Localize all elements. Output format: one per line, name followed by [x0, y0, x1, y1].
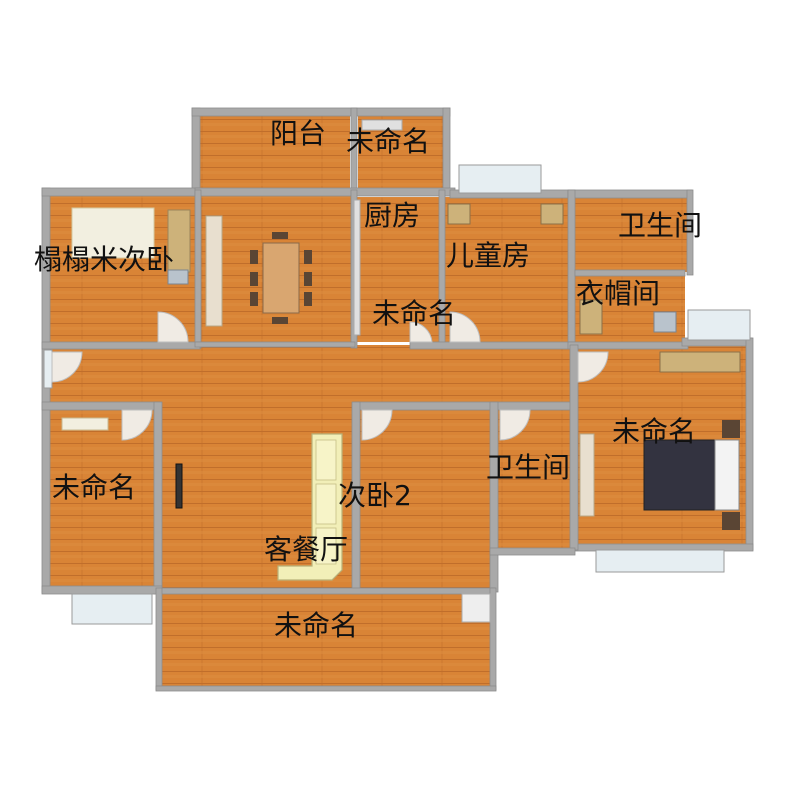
wall — [442, 107, 451, 197]
wall — [41, 585, 163, 595]
room-label-tatami-bedroom: 榻榻米次卧 — [34, 243, 175, 276]
door-swing — [409, 321, 433, 343]
nightstand — [722, 420, 740, 438]
wall — [155, 587, 163, 691]
tv-unit — [175, 463, 183, 509]
windows — [43, 164, 751, 625]
floor-bath-top — [575, 197, 687, 272]
wall — [159, 587, 496, 595]
wall — [567, 189, 693, 199]
window — [687, 309, 751, 341]
room-label-unnamed-master: 未命名 — [612, 415, 697, 448]
room-label-unnamed-left: 未命名 — [52, 471, 137, 504]
room-label-living-dining: 客餐厅 — [264, 533, 349, 566]
room-label-unnamed-bottom: 未命名 — [274, 609, 359, 642]
floor-balcony-top — [200, 115, 350, 190]
wall — [354, 401, 576, 411]
room-label-cloakroom: 衣帽间 — [576, 277, 661, 310]
wall — [41, 401, 161, 411]
sofa-cushion — [315, 483, 337, 525]
furniture — [61, 119, 741, 623]
dining-table — [262, 242, 300, 314]
bed-pillows — [714, 439, 740, 511]
sofa-cushion — [315, 439, 337, 481]
wall — [194, 341, 356, 348]
desk — [540, 203, 564, 225]
floor-areas — [50, 115, 750, 687]
window — [458, 164, 542, 194]
wall — [745, 337, 754, 551]
tatami-mat — [71, 207, 155, 259]
kitchen-counter — [353, 199, 361, 336]
tatami-desk — [167, 269, 189, 285]
window — [71, 593, 153, 625]
room-label-children-room: 儿童房 — [446, 239, 531, 272]
wall — [155, 685, 497, 692]
window — [43, 349, 53, 389]
wall — [569, 344, 579, 551]
sofa-cushion — [315, 527, 337, 565]
kitchen-appliance — [361, 119, 403, 131]
floor-left-room — [50, 407, 160, 589]
room-label-bathroom-top: 卫生间 — [618, 209, 703, 242]
floor-kitchen — [357, 197, 445, 342]
dining-chairs — [250, 232, 312, 324]
room-label-balcony-top: 阳台 — [270, 117, 327, 150]
floor-corridor — [50, 345, 570, 407]
wall — [489, 587, 497, 691]
wall — [489, 547, 576, 556]
wall — [191, 107, 201, 197]
desk — [447, 203, 471, 225]
nightstand — [722, 512, 740, 530]
room-label-unnamed-mid: 未命名 — [372, 297, 457, 330]
wall — [41, 187, 201, 197]
wall — [409, 341, 576, 350]
doors — [51, 311, 609, 441]
wall — [41, 341, 201, 350]
wall — [194, 189, 202, 349]
door-swing — [121, 409, 153, 441]
door-swing — [157, 311, 189, 343]
master-wardrobe — [579, 433, 595, 517]
room-label-secondary-bedroom-2: 次卧2 — [338, 479, 412, 512]
room-label-unnamed-top: 未命名 — [346, 125, 431, 158]
washer — [461, 593, 491, 623]
room-label-bathroom-mid: 卫生间 — [486, 451, 571, 484]
floor-bed2 — [355, 407, 495, 589]
door-swing — [449, 311, 481, 343]
wardrobe-item — [653, 311, 677, 333]
door-swing — [577, 351, 609, 383]
sideboard — [205, 215, 223, 327]
window — [595, 549, 725, 573]
door-swing — [51, 351, 83, 383]
wall — [567, 341, 689, 350]
door-swing — [499, 409, 531, 441]
floor-bottom-balcony — [160, 592, 495, 687]
wall — [153, 401, 163, 595]
wall — [191, 107, 451, 117]
left-room-desk — [61, 417, 109, 431]
room-label-kitchen: 厨房 — [364, 199, 421, 232]
wall — [574, 269, 686, 277]
wall — [194, 187, 456, 197]
door-swing — [361, 409, 393, 441]
walls — [41, 107, 754, 692]
wall — [686, 189, 694, 276]
master-desk — [659, 351, 741, 373]
wall — [489, 401, 499, 593]
wardrobe-item — [579, 299, 603, 335]
wall — [567, 189, 576, 349]
